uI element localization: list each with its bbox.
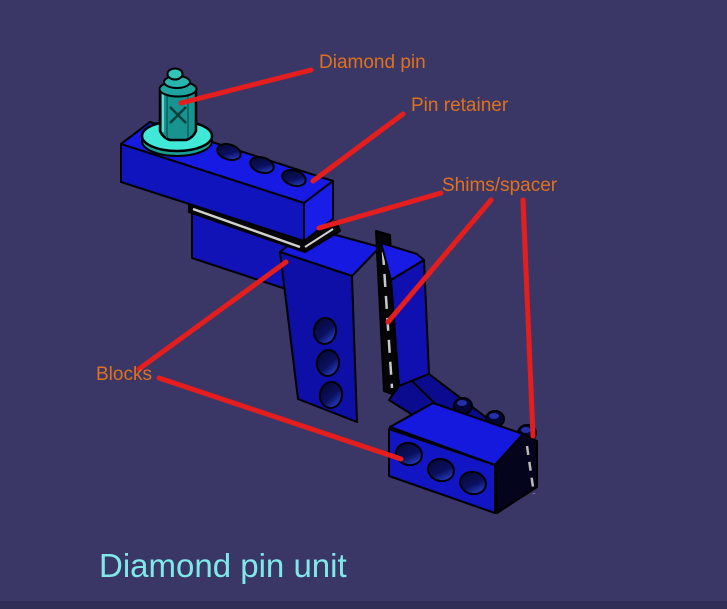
pin-x-marking bbox=[169, 106, 187, 124]
pin-retainer-label: Pin retainer bbox=[411, 95, 509, 116]
model-geometry bbox=[120, 67, 538, 514]
end-shim-dashes bbox=[525, 445, 536, 495]
footer-strip bbox=[0, 601, 727, 609]
retainer-shim-line-end bbox=[304, 228, 334, 248]
pin-retainer-end-face bbox=[303, 180, 334, 242]
leader-shim-bottom bbox=[520, 197, 536, 439]
front-column-holes bbox=[312, 317, 344, 409]
leader-shim-middle bbox=[385, 197, 494, 325]
leader-blocks-upper bbox=[136, 259, 289, 372]
leader-blocks-lower bbox=[156, 375, 404, 462]
bottom-block-holes bbox=[395, 441, 487, 496]
annotation-lines bbox=[136, 67, 536, 462]
blocks-label: Blocks bbox=[96, 364, 152, 385]
pin-retainer-holes bbox=[216, 143, 307, 187]
diamond-pin-shape bbox=[158, 67, 198, 142]
leader-pin-retainer bbox=[310, 111, 406, 184]
unit-title: Diamond pin unit bbox=[99, 547, 347, 584]
leader-diamond-pin bbox=[178, 67, 314, 106]
bottom-block-end-shims bbox=[494, 433, 538, 514]
leader-shim-top bbox=[316, 190, 444, 231]
retainer-shim-line bbox=[192, 207, 301, 249]
diamond-pin-label: Diamond pin bbox=[319, 52, 426, 73]
shims-spacer-label: Shims/spacer bbox=[442, 175, 558, 196]
